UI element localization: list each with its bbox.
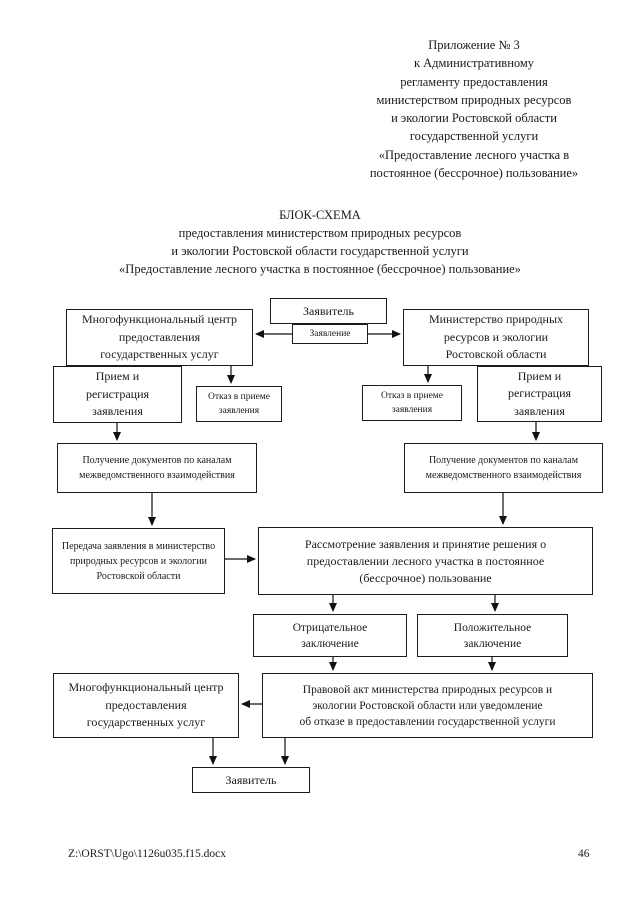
flow-box-refusal-right: Отказ в приеме заявления bbox=[362, 385, 462, 421]
flow-box-mfc-top: Многофункциональный центр предоставления… bbox=[66, 309, 253, 366]
flow-box-consideration: Рассмотрение заявления и принятие решени… bbox=[258, 527, 593, 595]
page-title: БЛОК-СХЕМА предоставления министерством … bbox=[119, 208, 521, 276]
flow-box-positive-conclusion: Положительное заключение bbox=[417, 614, 568, 657]
flow-box-applicant-bottom: Заявитель bbox=[192, 767, 310, 793]
flow-box-application-label: Заявление bbox=[292, 324, 368, 344]
footer-page-number: 46 bbox=[578, 848, 590, 860]
annex-header: Приложение № 3 к Административному регла… bbox=[369, 38, 579, 181]
flow-box-transfer: Передача заявления в министерство природ… bbox=[52, 528, 225, 594]
flow-box-applicant-top: Заявитель bbox=[270, 298, 387, 324]
flow-box-docs-left: Получение документов по каналам межведом… bbox=[57, 443, 257, 493]
flow-box-reception-right: Прием и регистрация заявления bbox=[477, 366, 602, 422]
footer-file-path: Z:\ORST\Ugo\1126u035.f15.docx bbox=[68, 848, 227, 860]
flow-box-mfc-bottom: Многофункциональный центр предоставления… bbox=[53, 673, 239, 738]
flow-box-legal-act: Правовой акт министерства природных ресу… bbox=[262, 673, 593, 738]
flow-box-negative-conclusion: Отрицательное заключение bbox=[253, 614, 407, 657]
flow-box-ministry: Министерство природных ресурсов и эколог… bbox=[403, 309, 589, 366]
flow-box-reception-left: Прием и регистрация заявления bbox=[53, 366, 182, 423]
flow-box-refusal-left: Отказ в приеме заявления bbox=[196, 386, 282, 422]
flow-box-docs-right: Получение документов по каналам межведом… bbox=[404, 443, 603, 493]
